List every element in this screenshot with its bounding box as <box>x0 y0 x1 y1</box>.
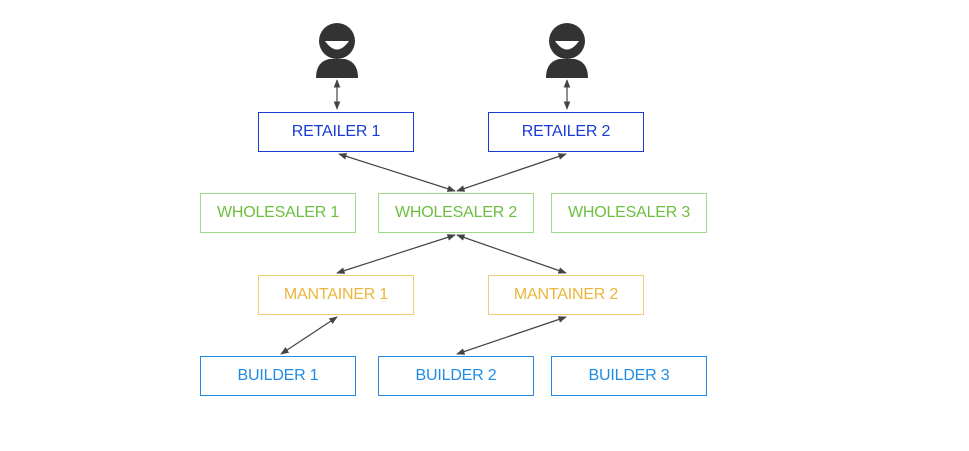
arrow-wholesaler2-mantainer1 <box>336 234 456 274</box>
wholesaler-node: WHOLESALER 1 <box>200 193 356 233</box>
arrow-mantainer2-builder2 <box>456 316 567 355</box>
mantainer-node: MANTAINER 1 <box>258 275 414 315</box>
builder-node: BUILDER 1 <box>200 356 356 396</box>
wholesaler-node: WHOLESALER 2 <box>378 193 534 233</box>
retailer-node: RETAILER 1 <box>258 112 414 152</box>
arrow-mantainer1-builder1 <box>280 316 338 355</box>
arrow-retailer1-wholesaler2 <box>338 153 456 192</box>
person-icon <box>542 22 592 78</box>
arrow-wholesaler2-mantainer2 <box>456 234 567 274</box>
person-icon <box>312 22 362 78</box>
wholesaler-node: WHOLESALER 3 <box>551 193 707 233</box>
retailer-node: RETAILER 2 <box>488 112 644 152</box>
mantainer-node: MANTAINER 2 <box>488 275 644 315</box>
builder-node: BUILDER 3 <box>551 356 707 396</box>
builder-node: BUILDER 2 <box>378 356 534 396</box>
arrow-retailer2-wholesaler2 <box>456 153 567 192</box>
